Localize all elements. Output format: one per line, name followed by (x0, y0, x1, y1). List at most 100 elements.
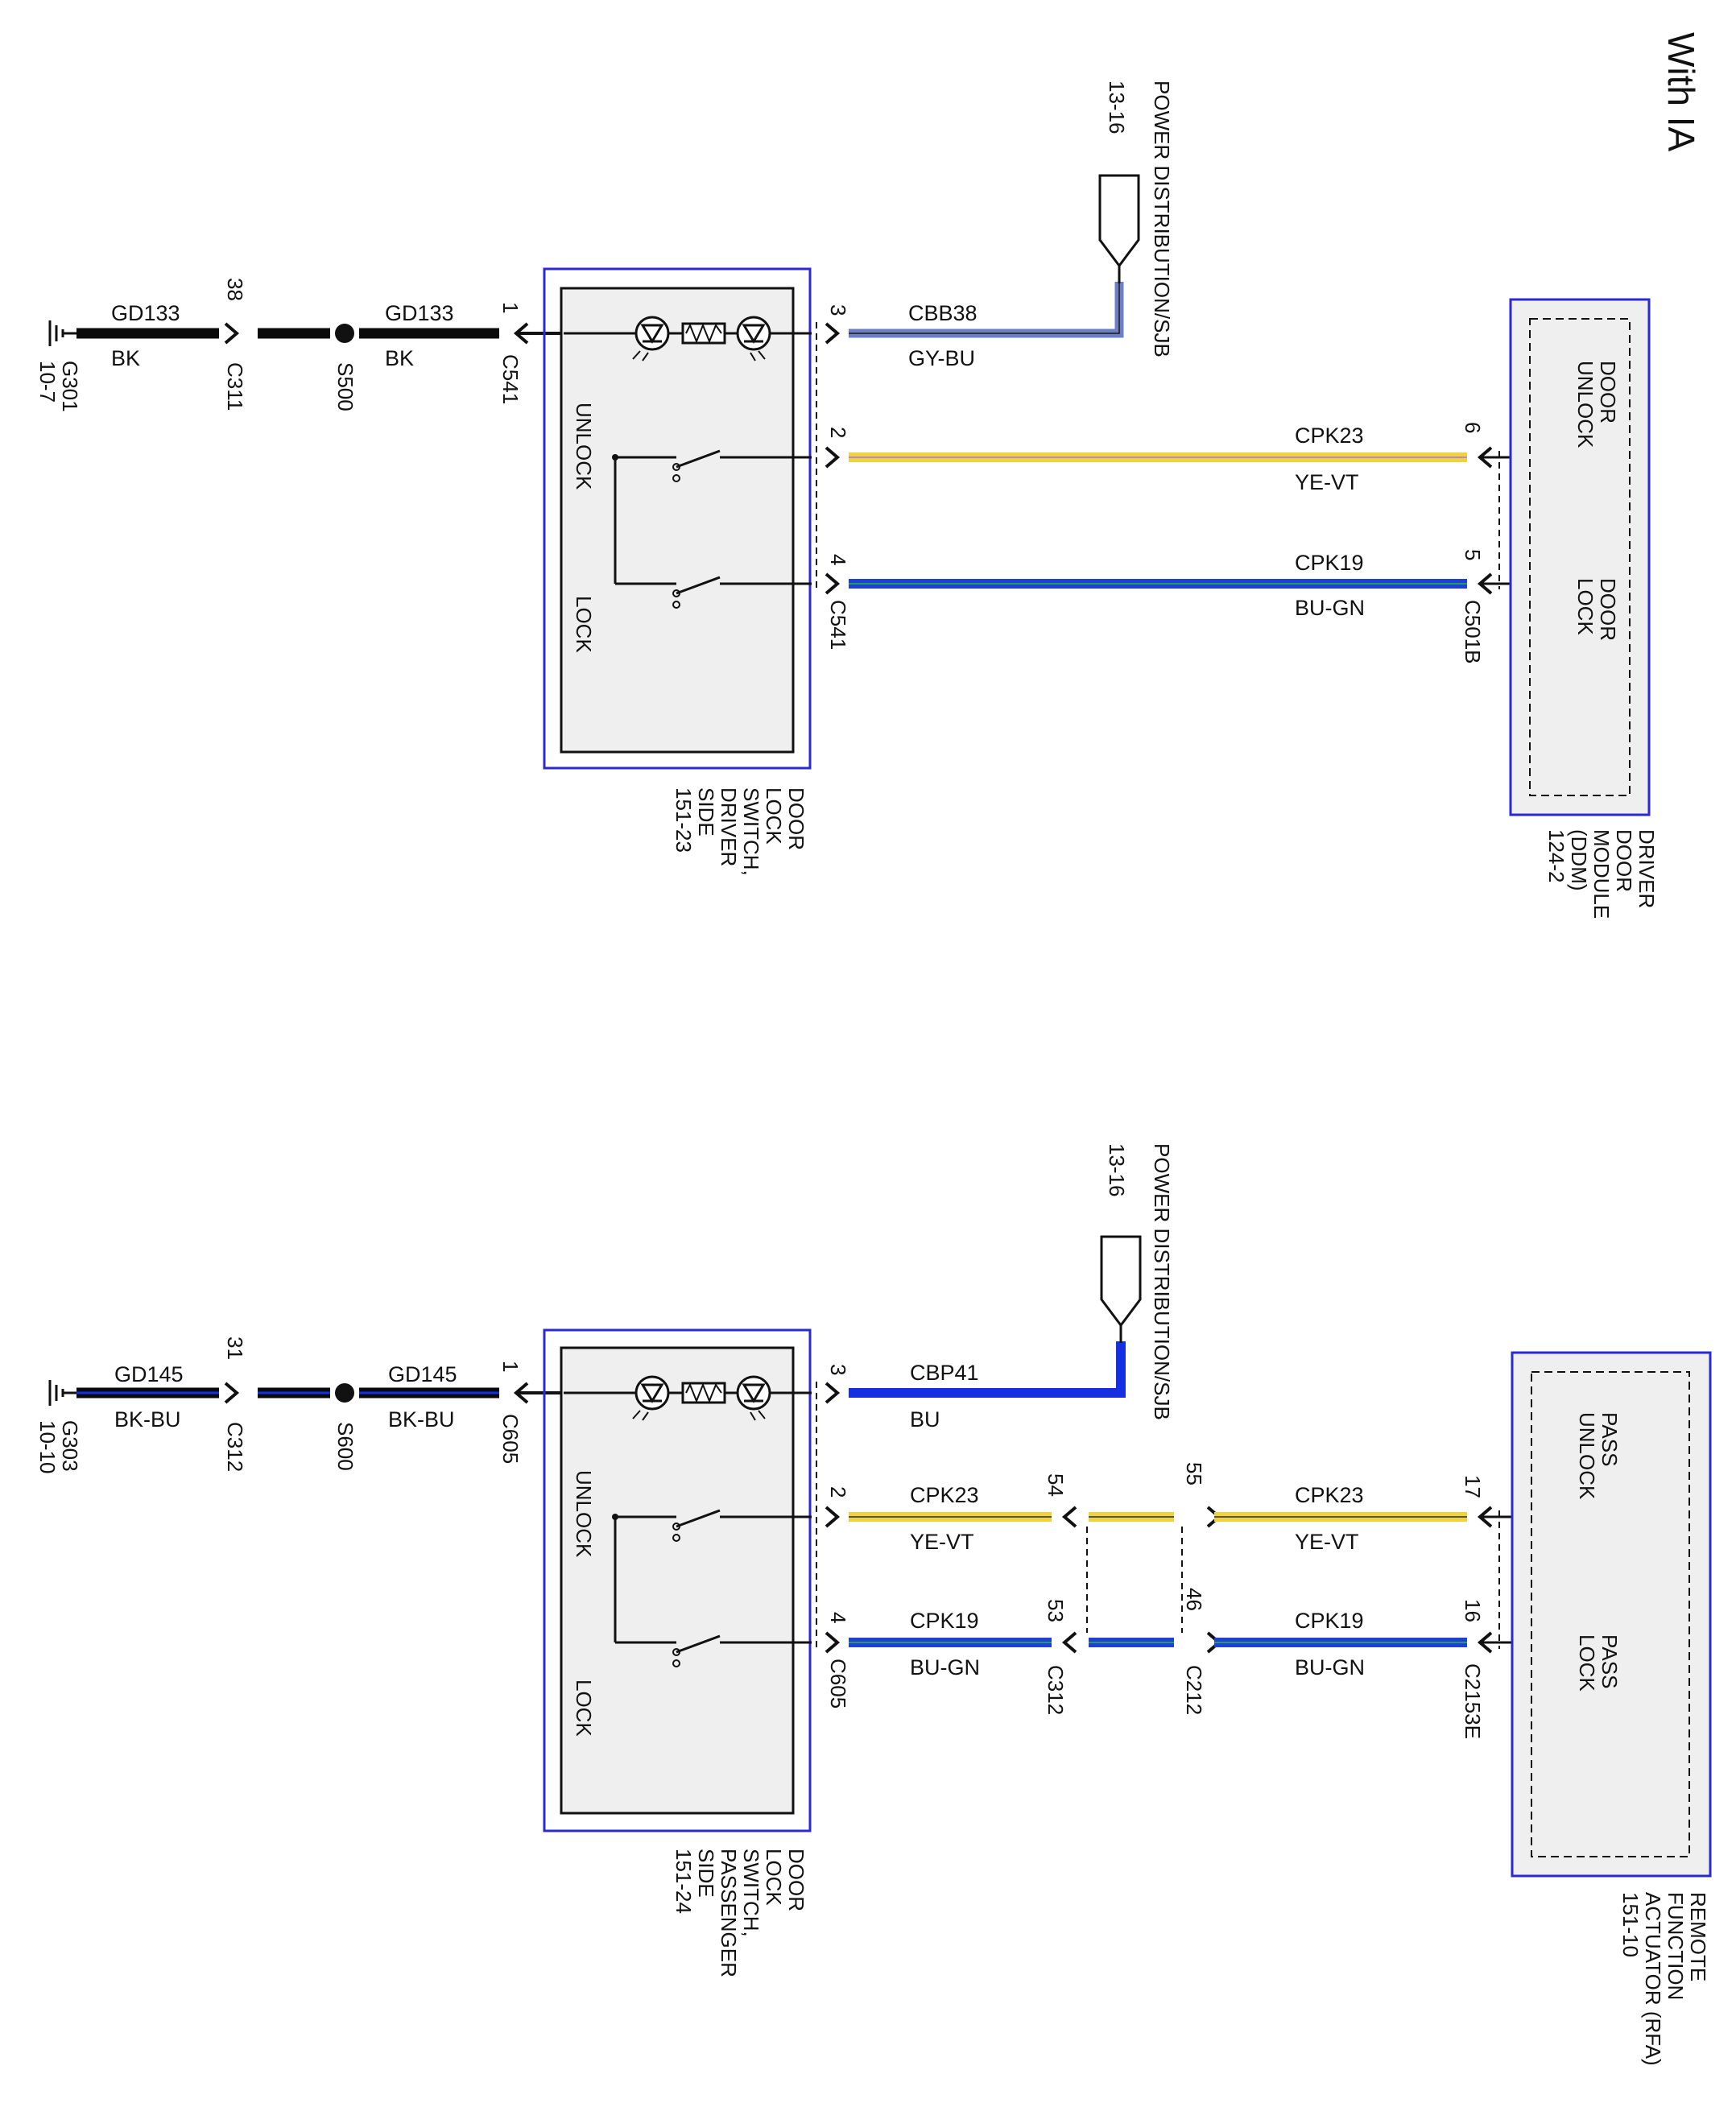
ground-pin-31: 31 (223, 1337, 247, 1360)
mid-connector-c212: C212 (1182, 1665, 1206, 1715)
mid-connector-c312: C312 (1044, 1665, 1068, 1715)
power-terminal-icon (1098, 174, 1140, 268)
module-pin-5: 5 (1461, 549, 1485, 560)
driver-door-module-box (1509, 298, 1651, 816)
switch-label-lock: LOCK (572, 596, 596, 653)
wire-cpk19-color: BU-GN (910, 1655, 980, 1680)
switch-name-line: 151-24 (672, 1849, 696, 1914)
splice-s500-label: S500 (333, 362, 358, 411)
module-name-line: 151-10 (1618, 1892, 1643, 1957)
power-label: POWER DISTRIBUTION/SJB (1150, 81, 1174, 357)
module-pin-16: 16 (1461, 1599, 1485, 1622)
splice-s600-label: S600 (333, 1422, 358, 1471)
mid-pin-46: 46 (1182, 1588, 1206, 1611)
module-label-lock: PASS (1598, 1634, 1622, 1688)
ground-wire-left-color: BK-BU (114, 1407, 181, 1432)
power-ref: 13-16 (1105, 1143, 1129, 1197)
ground-wire-right-circuit: GD133 (385, 301, 454, 325)
switch-name-line: DOOR (784, 787, 808, 850)
resistor-icon (681, 322, 726, 345)
switch-connector-left: C605 (498, 1414, 523, 1464)
wire-cpk19-color: BU-GN (1295, 596, 1365, 620)
module-label-unlock: PASS (1598, 1412, 1622, 1466)
connector-c311: C311 (223, 362, 247, 411)
lower-circuit: G303 10-10 GD145 BK-BU 31 C312 S600 GD14… (35, 1143, 1712, 2066)
wire-cpk19-circuit: CPK19 (910, 1609, 979, 1633)
power-terminal-icon (1100, 1235, 1142, 1328)
power-ref: 13-16 (1105, 81, 1129, 134)
door-lock-switch-passenger-box (543, 1328, 812, 1832)
indicator-lamp-icon (632, 316, 670, 362)
switch-name-line: SIDE (694, 1849, 718, 1898)
wire-cbb38-circuit: CBB38 (908, 301, 978, 325)
ground-wire-right-circuit: GD145 (388, 1362, 457, 1386)
module-label-unlock: DOOR (1596, 361, 1620, 423)
switch-name-line: DOOR (784, 1849, 808, 1911)
switch-name-line: LOCK (762, 787, 786, 845)
lock-switch-icon (672, 1634, 812, 1667)
wire-cpk23-color: YE-VT (910, 1530, 974, 1554)
door-lock-switch-driver-box (543, 267, 812, 770)
wire-cpk19-far-circuit: CPK19 (1295, 1609, 1364, 1633)
switch-name-line: SIDE (694, 787, 718, 837)
switch-name-line: LOCK (762, 1849, 786, 1906)
wire-cbb38 (849, 282, 1124, 338)
resistor-icon (681, 1382, 726, 1404)
switch-pin-4: 4 (826, 554, 850, 565)
module-label-unlock: UNLOCK (1573, 361, 1598, 448)
module-label-lock: LOCK (1575, 1634, 1599, 1692)
ground-symbol (48, 320, 76, 346)
switch-name-line: SWITCH, (739, 787, 763, 876)
switch-pin-2: 2 (826, 1486, 850, 1498)
module-name-line: REMOTE (1686, 1892, 1710, 1981)
module-label-unlock: UNLOCK (1575, 1412, 1599, 1500)
module-name-line: (DDM) (1567, 829, 1591, 891)
ground-wire-left-circuit: GD133 (111, 301, 180, 325)
module-name-line: ACTUATOR (RFA) (1641, 1892, 1665, 2066)
wire-cpk19-far-color: BU-GN (1295, 1655, 1365, 1680)
switch-pin-3: 3 (826, 1364, 850, 1375)
switch-pin-1: 1 (498, 1361, 523, 1372)
ground-ref: 10-10 (35, 1420, 60, 1474)
switch-name-line: DRIVER (717, 787, 741, 866)
wire-cpk23-color: YE-VT (1295, 470, 1359, 494)
wire-cpk23-far-color: YE-VT (1295, 1530, 1359, 1554)
ground-wire-left-circuit: GD145 (114, 1362, 184, 1386)
switch-pin-1: 1 (498, 302, 523, 313)
wire-cpk23-circuit: CPK23 (1295, 423, 1364, 448)
ground-symbol (48, 1380, 76, 1406)
switch-pin-2: 2 (826, 427, 850, 438)
wire-cbb38-color: GY-BU (908, 346, 975, 370)
ground-id: G303 (58, 1420, 82, 1472)
switch-label-lock: LOCK (572, 1680, 596, 1737)
ground-ref: 10-7 (35, 361, 60, 403)
wire-cbp41-circuit: CBP41 (910, 1361, 979, 1385)
splice-s500 (335, 324, 354, 343)
upper-circuit: G301 10-7 GD133 BK 38 C311 S500 GD133 BK… (35, 81, 1659, 919)
module-name-line: 124-2 (1544, 829, 1569, 883)
module-name-line: MODULE (1589, 829, 1614, 919)
remote-function-actuator-box (1511, 1351, 1712, 1878)
module-name-line: FUNCTION (1664, 1892, 1688, 2000)
module-pin-17: 17 (1461, 1475, 1485, 1498)
indicator-lamp-icon (736, 1375, 771, 1421)
wire-cpk23-far-circuit: CPK23 (1295, 1483, 1364, 1507)
switch-name-line: PASSENGER (717, 1849, 741, 1977)
wire-cpk19-circuit: CPK19 (1295, 551, 1364, 575)
ground-id: G301 (58, 361, 82, 412)
connector-c312: C312 (223, 1422, 247, 1472)
mid-pin-55: 55 (1182, 1462, 1206, 1485)
module-connector: C2153E (1461, 1663, 1485, 1739)
switch-pin-3: 3 (826, 304, 850, 316)
switch-name-line: SWITCH, (739, 1849, 763, 1937)
switch-label-unlock: UNLOCK (572, 1470, 596, 1558)
switch-label-unlock: UNLOCK (572, 403, 596, 490)
lock-switch-icon (672, 576, 812, 609)
module-name-line: DRIVER (1635, 829, 1659, 908)
wire-cbp41 (849, 1341, 1126, 1398)
indicator-lamp-icon (632, 1375, 670, 1421)
switch-connector-right: C605 (826, 1659, 850, 1708)
connector-c311-arrow (224, 322, 240, 345)
mid-pin-54: 54 (1044, 1473, 1068, 1497)
wire-cpk23-circuit: CPK23 (910, 1483, 979, 1507)
